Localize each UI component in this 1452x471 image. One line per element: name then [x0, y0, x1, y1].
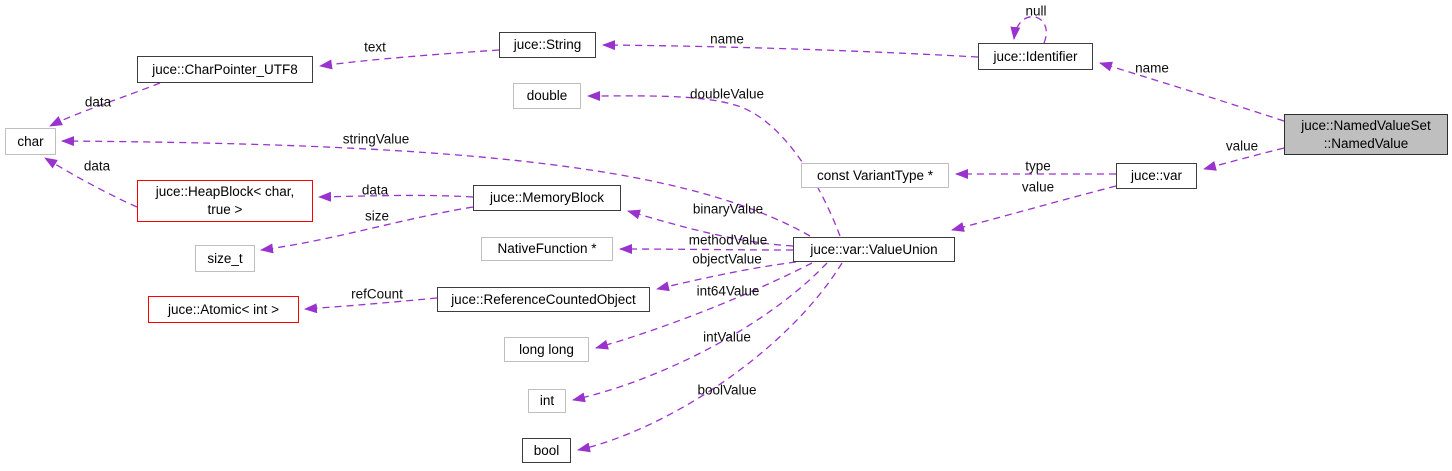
class-node-label: juce::NamedValueSet	[1301, 117, 1431, 133]
class-node-namedvalue: juce::NamedValueSet::NamedValue	[1284, 114, 1448, 155]
edge-refcount	[304, 297, 438, 314]
class-node-char: char	[5, 128, 56, 155]
class-node-label: char	[17, 133, 44, 149]
class-node-label: double	[526, 88, 568, 104]
class-node-double: double	[513, 83, 581, 109]
edge-value_var	[1203, 147, 1285, 171]
edge-boolvalue	[577, 262, 843, 453]
class-node-string[interactable]: juce::String	[499, 32, 596, 58]
edge-label-stringvalue: stringValue	[342, 131, 410, 147]
class-node-label: int	[539, 393, 555, 409]
class-node-label: juce::CharPointer_UTF8	[152, 61, 298, 77]
class-node-identifier[interactable]: juce::Identifier	[978, 43, 1093, 70]
edge-label-text: text	[364, 39, 386, 55]
class-node-charpointer_utf8[interactable]: juce::CharPointer_UTF8	[137, 56, 313, 83]
class-node-label: juce::MemoryBlock	[489, 190, 605, 206]
class-node-atomic[interactable]: juce::Atomic< int >	[148, 296, 299, 323]
edge-objectvalue	[656, 261, 797, 292]
edge-doublevalue	[587, 90, 841, 237]
class-node-nativefunction: NativeFunction *	[481, 237, 613, 261]
class-node-label: long long	[519, 341, 574, 357]
edge-label-data_char_hb: data	[83, 158, 111, 174]
edge-label-objectvalue: objectValue	[692, 251, 762, 267]
edge-label-boolvalue: boolValue	[697, 382, 757, 398]
edge-name_identifier	[1099, 61, 1285, 122]
class-node-label: const VariantType *	[816, 167, 934, 183]
edge-text	[319, 49, 500, 70]
edge-int64value	[595, 262, 813, 350]
edge-label-binaryvalue: binaryValue	[692, 201, 764, 217]
edge-label-data_char_cp: data	[84, 94, 112, 110]
class-node-bool[interactable]: bool	[522, 438, 571, 463]
class-node-label: juce::Identifier	[993, 48, 1078, 64]
class-node-size_t: size_t	[195, 245, 255, 272]
edge-methodvalue	[619, 244, 794, 255]
edge-label-null_loop: null	[1025, 3, 1047, 19]
class-node-label: juce::Atomic< int >	[167, 301, 280, 317]
edge-name_string	[602, 40, 979, 58]
edge-label-doublevalue: doubleValue	[689, 86, 765, 102]
class-node-int: int	[528, 389, 566, 413]
edge-label-type: type	[1025, 158, 1051, 174]
class-node-label: true >	[207, 202, 243, 217]
edge-stringvalue	[61, 136, 811, 237]
edge-label-value_union: value	[1021, 179, 1055, 195]
class-node-valueunion[interactable]: juce::var::ValueUnion	[793, 237, 955, 262]
edge-null_loop	[1010, 16, 1047, 44]
class-node-label: juce::var	[1130, 168, 1183, 184]
class-node-label: juce::ReferenceCountedObject	[451, 291, 636, 307]
edge-data_hb_mb	[318, 191, 474, 202]
class-node-longlong: long long	[504, 337, 589, 362]
edge-label-methodvalue: methodValue	[688, 232, 768, 248]
edge-binaryvalue	[627, 209, 794, 247]
class-node-refcountedobject[interactable]: juce::ReferenceCountedObject	[437, 287, 650, 312]
edge-label-refcount: refCount	[351, 286, 403, 302]
class-node-label: size_t	[207, 250, 243, 266]
edge-size	[260, 206, 474, 254]
class-node-label: bool	[533, 442, 560, 458]
edge-data_char_cp	[49, 82, 161, 127]
class-node-label: juce::var::ValueUnion	[810, 241, 938, 257]
class-node-varianttype: const VariantType *	[801, 163, 949, 188]
edge-label-name_identifier: name	[1135, 60, 1169, 76]
edge-label-intvalue: intValue	[703, 329, 751, 345]
class-node-memoryblock[interactable]: juce::MemoryBlock	[473, 185, 621, 211]
class-node-var[interactable]: juce::var	[1116, 163, 1197, 189]
class-node-label: NativeFunction *	[497, 241, 597, 257]
edge-label-value_var: value	[1225, 138, 1259, 154]
class-node-label: juce::String	[513, 37, 582, 53]
edge-label-size: size	[364, 208, 390, 224]
edge-value_union	[951, 185, 1117, 232]
edge-intvalue	[572, 262, 828, 403]
class-node-label: juce::HeapBlock< char,	[155, 184, 295, 200]
edge-label-int64value: int64Value	[696, 283, 760, 299]
edge-label-name_string: name	[710, 31, 744, 47]
class-node-heapblock[interactable]: juce::HeapBlock< char,true >	[137, 180, 313, 222]
edge-label-data_hb_mb: data	[361, 182, 389, 198]
class-node-label: ::NamedValue	[1323, 135, 1409, 151]
